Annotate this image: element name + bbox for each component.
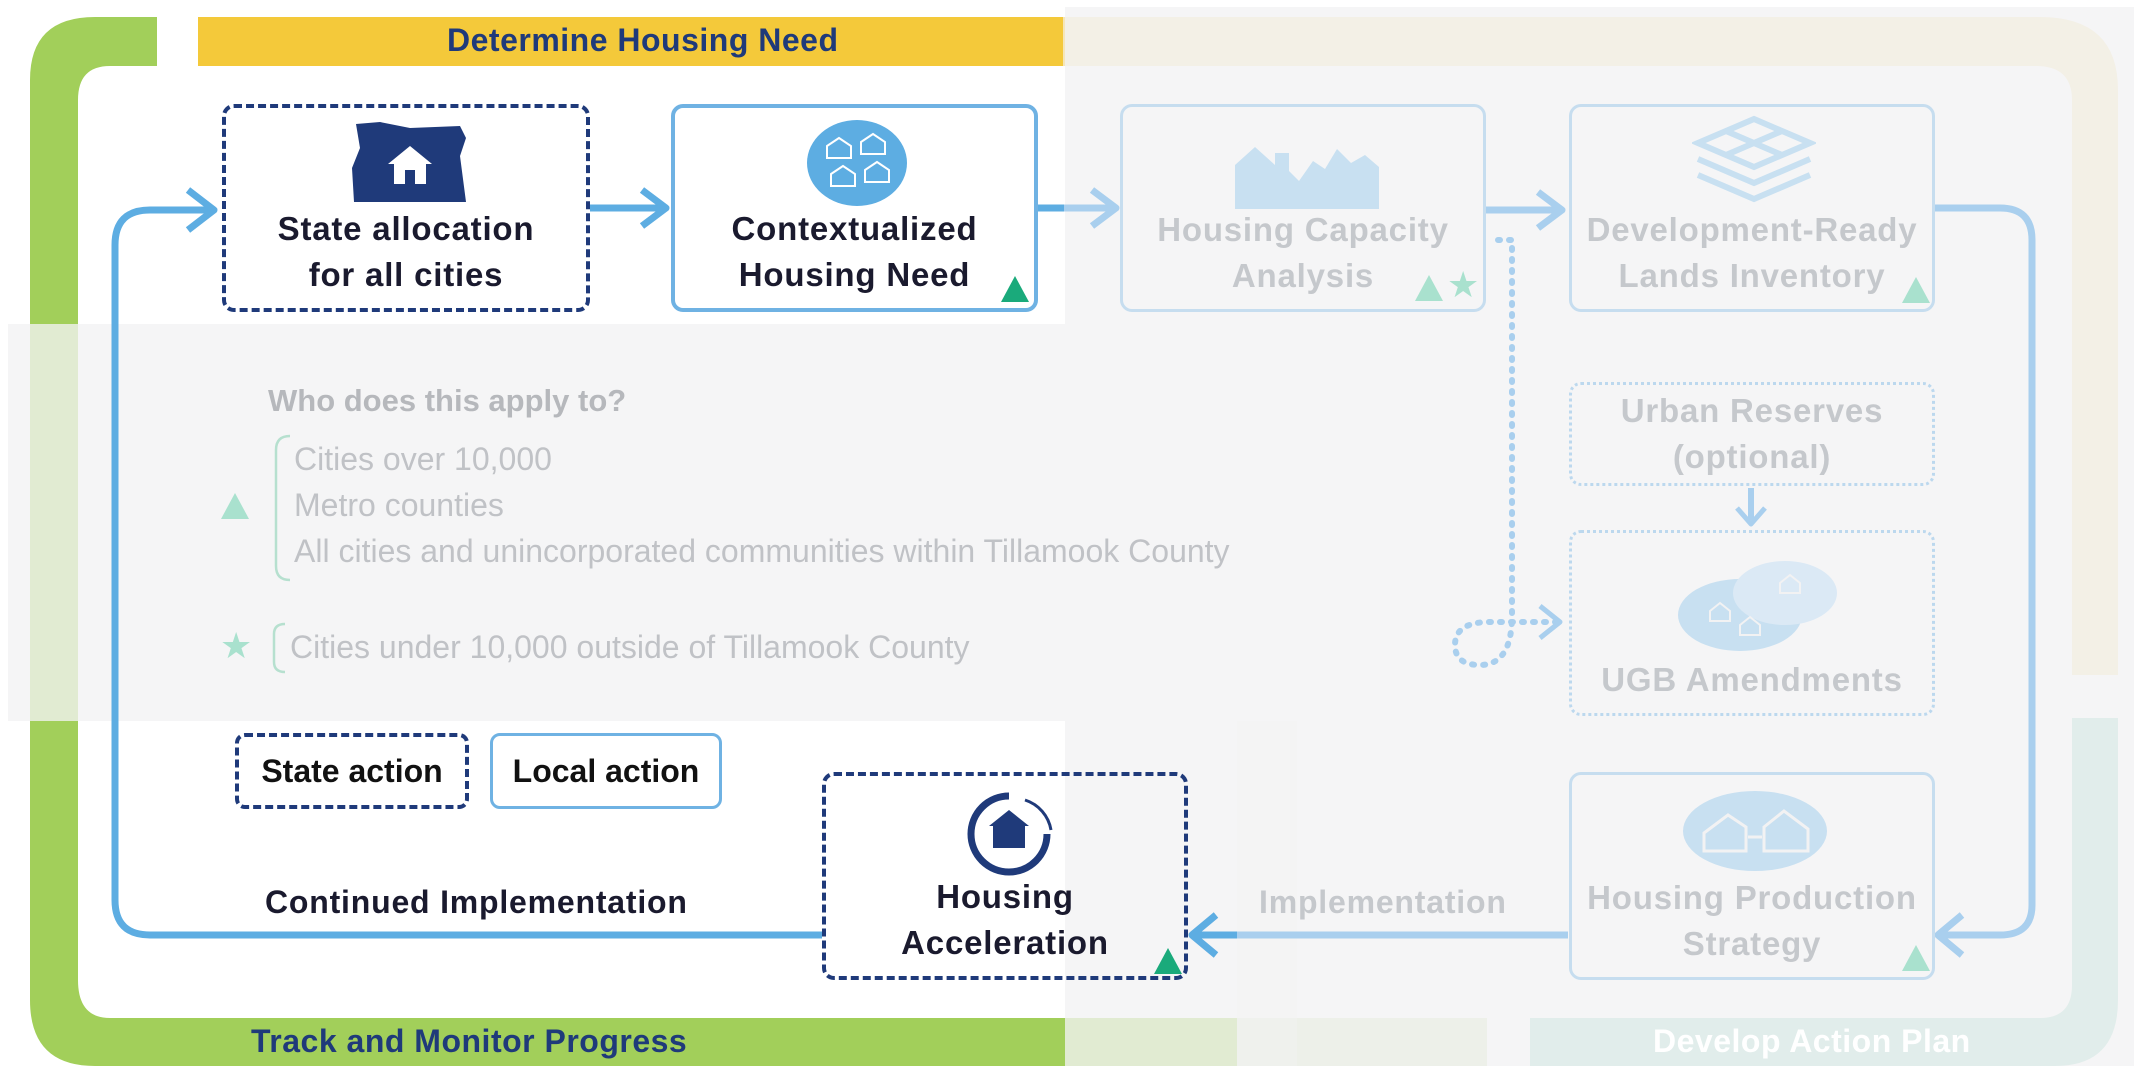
applies-item: Cities over 10,000 — [294, 441, 552, 477]
continued-loop-arrowhead — [185, 187, 218, 233]
step-acceleration-label: Housing Acceleration — [901, 878, 1109, 961]
legend-local-action: Local action — [490, 733, 722, 809]
arrow-implementation-head — [1188, 912, 1219, 958]
applies-item: Metro counties — [294, 487, 504, 523]
step-ugb-label: UGB Amendments — [1601, 661, 1903, 698]
step-housing-acceleration: Housing Acceleration — [822, 772, 1188, 980]
triangle-marker — [1154, 948, 1182, 974]
continued-loop-line — [111, 206, 822, 939]
houses-oval-icon — [1678, 561, 1837, 651]
step-urban-reserves: Urban Reserves (optional) — [1569, 382, 1935, 486]
star-marker: ★ — [1447, 264, 1480, 305]
banner-track-label: Track and Monitor Progress — [251, 1023, 688, 1059]
legend-state-action: State action — [235, 733, 469, 809]
arrow-lands-to-production — [1935, 204, 2036, 939]
determine-band — [198, 17, 1063, 66]
bracket-star — [272, 622, 286, 674]
step-development-ready-lands: Development-Ready Lands Inventory — [1569, 104, 1935, 312]
overlay-middle — [8, 324, 1065, 721]
arrow-capacity-to-lands-head — [1535, 189, 1566, 231]
parcel-grid-icon — [1692, 115, 1816, 203]
step-contextualized-need: Contextualized Housing Need — [671, 104, 1038, 312]
triangle-marker — [1902, 945, 1930, 971]
banner-determine-label: Determine Housing Need — [447, 22, 839, 58]
dotted-capacity-to-ugb — [1451, 237, 1558, 669]
triangle-marker — [1001, 276, 1029, 302]
step-capacity-label: Housing Capacity Analysis — [1157, 211, 1449, 294]
applies-star-marker: ★ — [220, 625, 253, 666]
house-pair-icon — [1683, 791, 1827, 871]
step-state-allocation: State allocation for all cities — [222, 104, 590, 312]
implementation-label: Implementation — [1259, 884, 1507, 920]
step-lands-label: Development-Ready Lands Inventory — [1586, 211, 1918, 294]
overlay-bottom — [1237, 721, 1297, 1066]
applies-star-item: Cities under 10,000 outside of Tillamook… — [290, 629, 970, 665]
oregon-house-icon — [352, 122, 466, 202]
dotted-capacity-to-ugb-head — [1538, 604, 1563, 640]
houses-circle-icon — [807, 120, 907, 206]
arrow-state-to-context-head — [639, 187, 670, 229]
triangle-marker — [1415, 275, 1443, 301]
step-production-label: Housing Production Strategy — [1587, 879, 1917, 962]
step-contextualized-label: Contextualized Housing Need — [731, 210, 978, 293]
arrow-context-to-capacity-head — [1089, 187, 1120, 229]
step-housing-production: Housing Production Strategy — [1569, 772, 1935, 980]
arrow-lands-to-production-head — [1934, 912, 1965, 958]
applies-triangle-list: Cities over 10,000 Metro counties All ci… — [294, 436, 1230, 574]
arrow-reserves-to-ugb-head — [1735, 506, 1767, 527]
step-reserves-label: Urban Reserves (optional) — [1620, 392, 1884, 475]
skyline-icon — [1235, 147, 1379, 209]
applies-item: All cities and unincorporated communitie… — [294, 533, 1230, 569]
step-state-allocation-label: State allocation for all cities — [277, 210, 535, 293]
applies-heading: Who does this apply to? — [268, 383, 627, 418]
step-ugb-amendments: UGB Amendments — [1569, 530, 1935, 716]
step-housing-capacity: Housing Capacity Analysis ★ — [1120, 104, 1486, 312]
applies-triangle-marker — [221, 493, 249, 519]
house-ring-icon — [967, 792, 1053, 876]
triangle-marker — [1902, 277, 1930, 303]
continued-implementation-label: Continued Implementation — [265, 884, 688, 920]
bracket-triangle — [274, 434, 291, 582]
banner-develop-label: Develop Action Plan — [1653, 1023, 1971, 1059]
